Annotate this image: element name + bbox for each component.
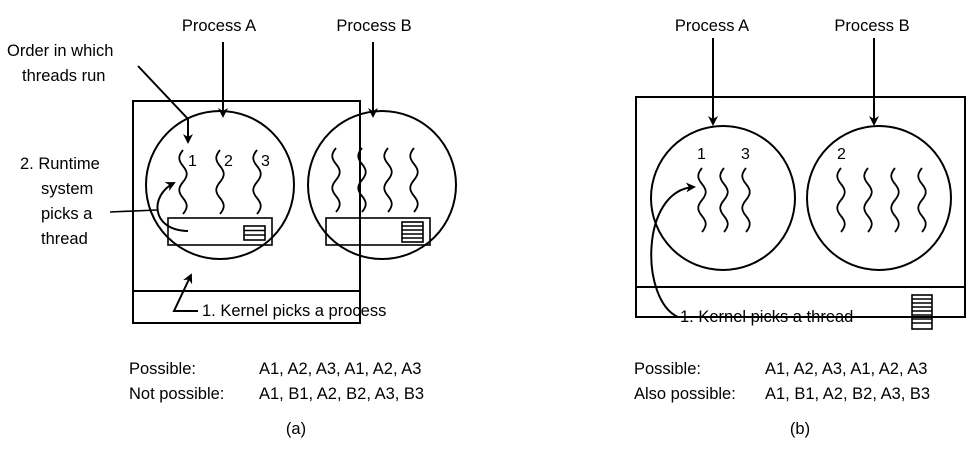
- address-space-box: [132, 100, 361, 324]
- order-label-line1: Order in which: [7, 42, 113, 60]
- process-a-label: Process A: [182, 17, 256, 35]
- sequence-label: Possible:: [129, 360, 196, 378]
- runtime-system-box: [167, 217, 273, 246]
- process-a-circle: [145, 110, 295, 260]
- thread-icon: [331, 147, 341, 213]
- sequence-value: A1, B1, A2, B2, A3, B3: [259, 385, 424, 403]
- runtime-system-box: [325, 217, 431, 246]
- thread-icon: [697, 167, 707, 233]
- kernel-pick-arrow: [172, 273, 198, 312]
- process-b-circle: [307, 110, 457, 260]
- thread-icon: [836, 167, 846, 233]
- sequence-label: Also possible:: [634, 385, 736, 403]
- thread-icon: [719, 167, 729, 233]
- sequence-value: A1, B1, A2, B2, A3, B3: [765, 385, 930, 403]
- address-space-box: [635, 96, 966, 318]
- thread-number: 2: [837, 146, 846, 163]
- thread-icon: [178, 149, 188, 215]
- kernel-label: 1. Kernel picks a process: [202, 302, 386, 320]
- process-a-circle: [650, 125, 796, 271]
- process-b-label: Process B: [834, 17, 909, 35]
- panel-b: Process A Process B 1 3 2 1. Kernel pick…: [634, 17, 966, 438]
- thread-number: 2: [224, 153, 233, 170]
- thread-number: 1: [188, 153, 197, 170]
- thread-icon: [890, 167, 900, 233]
- kernel-pick-arrow: [650, 182, 696, 318]
- runtime-pointer-line: [109, 209, 158, 213]
- order-label-line2: threads run: [22, 67, 105, 85]
- thread-icon: [409, 147, 419, 213]
- thread-icon: [917, 167, 927, 233]
- thread-icon: [741, 167, 751, 233]
- sequence-label: Not possible:: [129, 385, 224, 403]
- runtime-label-line3: picks a: [41, 205, 93, 223]
- thread-icon: [252, 149, 262, 215]
- process-b-circle: [806, 125, 952, 271]
- panel-a: Process A Process B 1 2 3: [7, 17, 457, 438]
- sequence-label: Possible:: [634, 360, 701, 378]
- process-b-label: Process B: [336, 17, 411, 35]
- sequence-value: A1, A2, A3, A1, A2, A3: [259, 360, 421, 378]
- thread-number: 3: [741, 146, 750, 163]
- runtime-label-line4: thread: [41, 230, 88, 248]
- caption-a: (a): [286, 420, 306, 438]
- thread-icon: [215, 149, 225, 215]
- runtime-label-line2: system: [41, 180, 93, 198]
- sequence-value: A1, A2, A3, A1, A2, A3: [765, 360, 927, 378]
- runtime-pick-arrow: [156, 182, 189, 232]
- order-arrow: [137, 65, 193, 144]
- thread-table-icon: [243, 225, 266, 241]
- thread-number: 1: [697, 146, 706, 163]
- process-a-label: Process A: [675, 17, 749, 35]
- thread-table-icon: [401, 221, 424, 243]
- runtime-label-line1: 2. Runtime: [20, 155, 100, 173]
- thread-icon: [863, 167, 873, 233]
- thread-icon: [383, 147, 393, 213]
- kernel-label: 1. Kernel picks a thread: [680, 308, 853, 326]
- thread-number: 3: [261, 153, 270, 170]
- kernel-thread-table-icon: [911, 294, 933, 330]
- caption-b: (b): [790, 420, 810, 438]
